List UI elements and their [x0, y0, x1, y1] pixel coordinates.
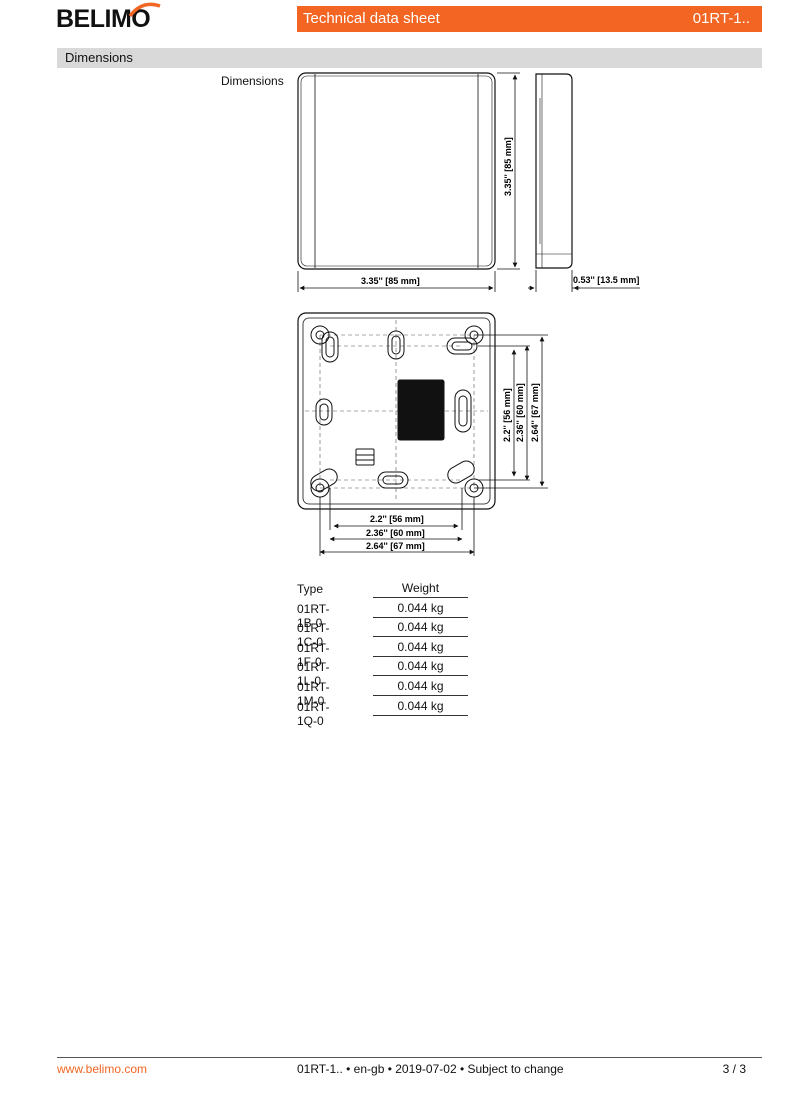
back-width-67-label: 2.64'' [67 mm] [366, 541, 425, 551]
weight-cell: 0.044 kg [373, 678, 468, 696]
page-number: 3 / 3 [722, 1062, 746, 1076]
logo-swoosh-icon [128, 2, 161, 18]
weight-cell: 0.044 kg [373, 658, 468, 677]
weight-cell: 0.044 kg [373, 600, 468, 618]
section-header: Dimensions [57, 48, 762, 68]
type-cell: 01RT-1F-0 [297, 640, 330, 669]
footer-info: 01RT-1.. • en-gb • 2019-07-02 • Subject … [297, 1062, 564, 1076]
type-cell: 01RT-1B-0 [297, 601, 330, 630]
weight-cell: 0.044 kg [373, 639, 468, 657]
type-cell: 01RT-1C-0 [297, 621, 330, 650]
product-code: 01RT-1.. [692, 10, 750, 27]
front-height-label: 3.35'' [85 mm] [503, 137, 513, 196]
back-height-56-label: 2.2'' [56 mm] [502, 388, 512, 442]
back-width-56-label: 2.2'' [56 mm] [370, 514, 424, 524]
type-cell: 01RT-1L-0 [297, 660, 330, 689]
weight-column-header: Weight [373, 580, 468, 598]
type-cell: 01RT-1Q-0 [297, 699, 330, 728]
website-link[interactable]: www.belimo.com [57, 1062, 148, 1076]
back-width-60-label: 2.36'' [60 mm] [366, 528, 425, 538]
weight-cell: 0.044 kg [373, 698, 468, 716]
header-bar: Technical data sheet 01RT-1.. [297, 6, 762, 32]
type-column-header: Type [297, 582, 324, 596]
footer-divider [57, 1057, 762, 1058]
depth-label: 0.53'' [13.5 mm] [573, 275, 639, 285]
type-cell: 01RT-1M-0 [297, 679, 330, 708]
weight-cell: 0.044 kg [373, 619, 468, 638]
back-height-60-label: 2.36'' [60 mm] [515, 383, 525, 442]
section-title: Dimensions [65, 50, 133, 65]
back-view [297, 312, 496, 510]
dimension-drawing: 3.35'' [85 mm] 3.35'' [85 mm] 0.53'' [13… [297, 72, 640, 556]
side-view [535, 73, 573, 269]
document-title: Technical data sheet [303, 10, 440, 27]
dimensions-label: Dimensions [221, 74, 284, 88]
belimo-logo: BELIMO [56, 2, 161, 34]
back-height-67-label: 2.64'' [67 mm] [530, 383, 540, 442]
front-width-label: 3.35'' [85 mm] [361, 276, 420, 286]
front-view [297, 72, 496, 270]
